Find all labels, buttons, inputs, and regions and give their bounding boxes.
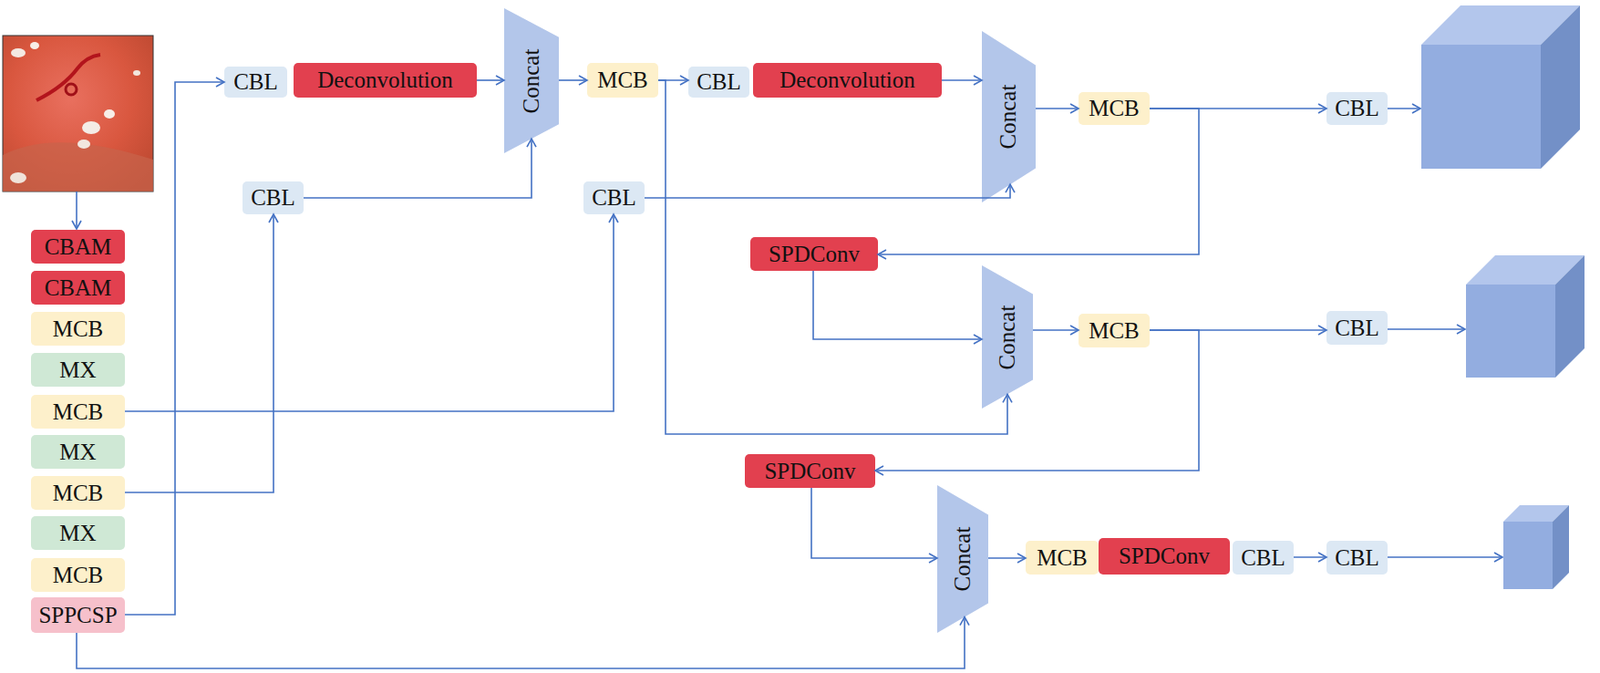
process-box: MCB — [1078, 313, 1150, 348]
process-box: CBAM — [30, 229, 125, 264]
output-cube — [1465, 255, 1585, 378]
box-label: MCB — [52, 562, 104, 589]
box-label: CBL — [1334, 315, 1380, 341]
output-arrow — [1387, 328, 1466, 331]
box-label: CBL — [591, 185, 637, 211]
concat-block: Concat — [981, 30, 1036, 203]
flow-arrow — [558, 79, 588, 82]
process-box: Deconvolution — [293, 62, 477, 98]
flow-arrow — [1149, 107, 1327, 110]
process-box: CBL — [242, 181, 304, 215]
box-label: MCB — [52, 480, 104, 506]
process-box: CBL — [583, 181, 645, 215]
output-arrow — [1387, 556, 1503, 558]
process-box: CBL — [1326, 310, 1388, 345]
process-box: CBL — [1232, 540, 1294, 575]
box-label: MCB — [52, 399, 104, 425]
endoscopy-image — [2, 35, 154, 192]
process-box: SPPCSP — [30, 597, 125, 633]
box-label: MCB — [1088, 318, 1140, 344]
process-box: CBAM — [30, 270, 125, 305]
box-label: Concat — [994, 304, 1021, 370]
box-label: CBL — [233, 69, 279, 95]
flow-arrow — [124, 214, 614, 412]
flow-arrow — [988, 557, 1026, 559]
box-label: CBL — [250, 185, 296, 211]
flow-arrow — [1032, 329, 1079, 331]
box-label: CBL — [696, 69, 742, 95]
process-box: MX — [30, 352, 125, 387]
box-label: MCB — [597, 67, 649, 93]
flow-arrow — [811, 487, 938, 558]
box-label: MCB — [1088, 95, 1140, 122]
input-arrow — [75, 191, 78, 229]
process-box: MCB — [30, 475, 125, 510]
process-box: CBL — [1326, 92, 1388, 125]
flow-arrow — [658, 79, 689, 82]
process-box: MCB — [1078, 92, 1150, 125]
flow-arrow — [1035, 107, 1079, 110]
flow-arrow — [658, 80, 1008, 434]
box-label: CBAM — [44, 275, 113, 301]
box-label: SPDConv — [763, 458, 856, 485]
box-label: CBL — [1240, 545, 1286, 571]
concat-block: Concat — [981, 265, 1033, 409]
concat-block: Concat — [504, 8, 559, 154]
output-cube — [1421, 5, 1580, 169]
process-box: MX — [30, 516, 125, 550]
flow-arrow — [941, 79, 982, 82]
box-label: Deconvolution — [779, 67, 916, 93]
box-label: Concat — [949, 526, 976, 592]
box-label: MCB — [52, 316, 104, 342]
box-label: Concat — [996, 84, 1022, 150]
concat-block: Concat — [937, 485, 989, 633]
flow-arrow — [644, 184, 1011, 198]
box-label: MX — [59, 439, 96, 465]
process-box: MX — [30, 434, 125, 469]
box-label: CBL — [1334, 95, 1380, 122]
box-label: SPDConv — [768, 241, 860, 268]
process-box: CBL — [1326, 540, 1388, 575]
flow-arrow — [813, 270, 982, 340]
process-box: MCB — [30, 557, 125, 592]
flow-arrow — [476, 79, 505, 82]
flow-arrow — [1149, 329, 1327, 331]
process-box: SPDConv — [1098, 537, 1230, 575]
box-label: MX — [59, 357, 96, 383]
output-arrow — [1387, 107, 1421, 110]
box-label: CBL — [1334, 545, 1380, 571]
box-label: SPPCSP — [38, 602, 117, 629]
box-label: Deconvolution — [317, 67, 454, 93]
flow-arrow — [124, 214, 274, 493]
process-box: MCB — [1025, 540, 1099, 575]
flow-arrow — [76, 617, 965, 669]
flow-arrow — [877, 108, 1199, 255]
flow-arrow — [124, 82, 225, 615]
flow-arrow — [875, 330, 1199, 471]
process-box: CBL — [688, 66, 750, 98]
process-box: SPDConv — [744, 454, 876, 488]
process-box: Deconvolution — [753, 62, 942, 98]
process-box: SPDConv — [750, 237, 878, 271]
box-label: MX — [59, 520, 96, 547]
process-box: CBL — [224, 66, 288, 98]
box-label: Concat — [518, 48, 545, 114]
process-box: MCB — [587, 62, 659, 98]
box-label: CBAM — [44, 234, 113, 260]
box-label: MCB — [1036, 545, 1088, 571]
output-cube — [1503, 505, 1570, 589]
flow-arrow — [1293, 556, 1327, 558]
flow-arrow — [303, 138, 532, 198]
box-label: SPDConv — [1118, 543, 1210, 569]
process-box: MCB — [30, 394, 125, 429]
process-box: MCB — [30, 311, 125, 346]
